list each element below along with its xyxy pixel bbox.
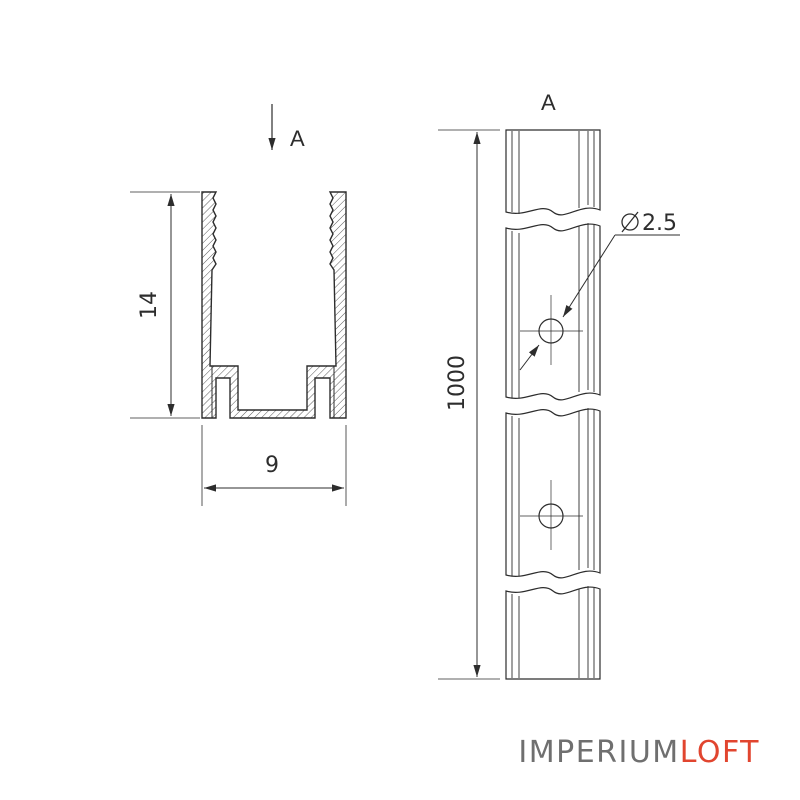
logo-part-loft: LOFT — [680, 735, 760, 770]
side-view-segment — [505, 408, 601, 579]
width-dimension-value: 9 — [265, 453, 279, 478]
side-view-segment — [505, 586, 601, 680]
side-view-label: A — [541, 90, 556, 115]
mounting-hole — [520, 480, 583, 550]
height-dimension-value: 14 — [137, 291, 162, 319]
side-view-segment — [505, 223, 601, 401]
groove-lines — [511, 131, 595, 678]
length-dimension — [438, 129, 500, 680]
length-dimension-value: 1000 — [445, 355, 470, 411]
profile-cross-section — [130, 104, 347, 506]
side-view-segment — [505, 129, 601, 216]
hole-diameter-dimension: 2.5 — [621, 211, 677, 236]
hole-diameter-value: 2.5 — [642, 211, 677, 236]
logo-part-imperium: IMPERIUM — [518, 735, 679, 770]
diameter-symbol-icon — [621, 211, 639, 233]
profile-side-view — [505, 129, 680, 680]
width-dimension — [201, 425, 347, 506]
profile-section-outline — [201, 191, 347, 419]
height-dimension — [130, 191, 200, 419]
mounting-hole — [520, 295, 583, 365]
brand-logo: IMPERIUMLOFT — [518, 735, 760, 770]
hole-diameter-leader — [519, 234, 680, 371]
view-direction-label: A — [290, 126, 305, 151]
